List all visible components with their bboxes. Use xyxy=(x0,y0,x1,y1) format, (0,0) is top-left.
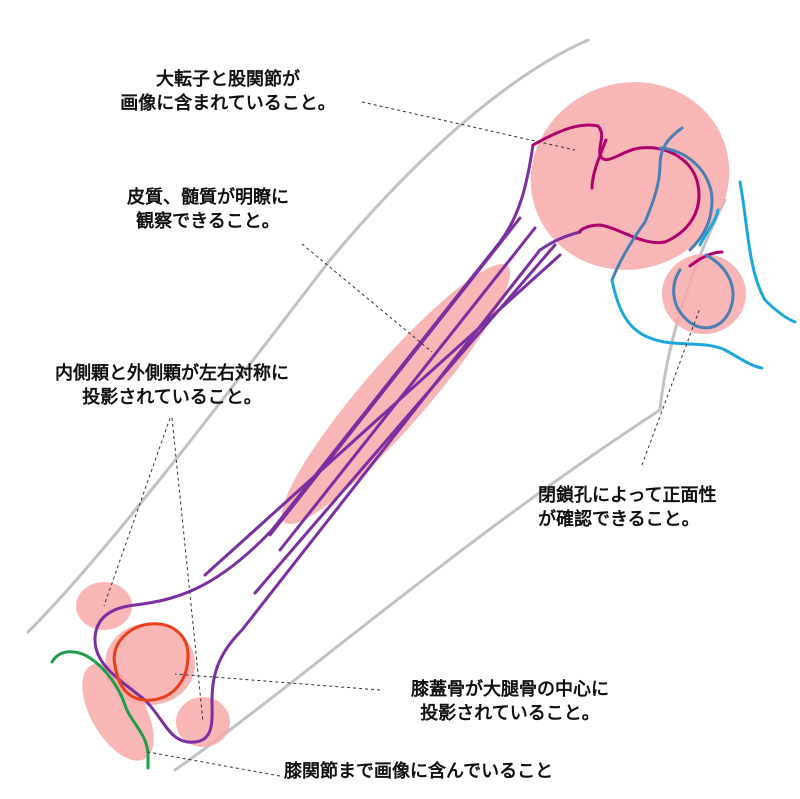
leader-knee xyxy=(147,751,281,777)
pelvic-brim-line xyxy=(738,180,797,324)
annotation-knee: 膝関節まで画像に含んでいること xyxy=(284,760,664,784)
acetabulum-line xyxy=(610,126,684,282)
leader-trochanter xyxy=(361,101,576,151)
shaft-cortex-highlight xyxy=(281,263,511,525)
annotation-obturator: 閉鎖孔によって正面性 が確認できること。 xyxy=(538,484,778,532)
obturator-foramen-line xyxy=(672,253,735,330)
annotation-patella: 膝蓋骨が大腿骨の中心に 投影されていること。 xyxy=(360,678,660,726)
medullary-line-1 xyxy=(268,216,522,537)
pubic-ramus-line xyxy=(610,278,764,370)
leader-lines xyxy=(103,101,701,777)
patella-outline xyxy=(112,622,190,702)
annotation-obturator-line-2: が確認できること。 xyxy=(538,509,700,530)
annotation-condyles: 内側顆と外側顆が左右対称に 投影されていること。 xyxy=(12,362,332,410)
greater-trochanter-line xyxy=(590,138,608,190)
annotation-trochanter-line-1: 大転子と股関節が xyxy=(156,69,300,90)
acetabular-roof-line xyxy=(658,146,714,252)
annotation-obturator-line-1: 閉鎖孔によって正面性 xyxy=(538,485,717,506)
leader-medial-condyle xyxy=(171,417,204,723)
annotation-patella-line-1: 膝蓋骨が大腿骨の中心に xyxy=(411,679,609,700)
medial-condyle-highlight xyxy=(176,697,230,747)
medullary-line-4 xyxy=(203,253,562,577)
annotation-condyles-line-2: 投影されていること。 xyxy=(82,387,262,408)
ischial-spine-line xyxy=(698,208,720,247)
femoral-head-line xyxy=(531,123,701,245)
annotation-cortex-line-2: 観察できること。 xyxy=(136,211,280,232)
annotation-knee-line-1: 膝関節まで画像に含んでいること xyxy=(284,761,554,782)
thigh-outer-contour xyxy=(26,38,590,634)
acetabulum-outline xyxy=(610,126,735,330)
annotation-cortex: 皮質、髄質が明瞭に 観察できること。 xyxy=(88,186,328,234)
knee-joint-highlight xyxy=(82,663,154,761)
tibia-edge-line xyxy=(50,650,150,770)
annotation-cortex-line-1: 皮質、髄質が明瞭に xyxy=(127,187,289,208)
leader-obturator xyxy=(641,307,701,466)
annotation-trochanter-line-2: 画像に含まれていること。 xyxy=(120,93,336,114)
pelvic-inner-outline xyxy=(610,180,797,370)
leader-cortex xyxy=(301,243,433,353)
leader-lateral-condyle xyxy=(103,417,171,607)
annotation-trochanter: 大転子と股関節が 画像に含まれていること。 xyxy=(78,68,378,116)
leader-patella xyxy=(174,673,381,691)
annotation-condyles-line-1: 内側顆と外側顆が左右対称に xyxy=(55,363,289,384)
annotation-patella-line-2: 投影されていること。 xyxy=(420,703,600,724)
medullary-line-2 xyxy=(278,226,537,552)
